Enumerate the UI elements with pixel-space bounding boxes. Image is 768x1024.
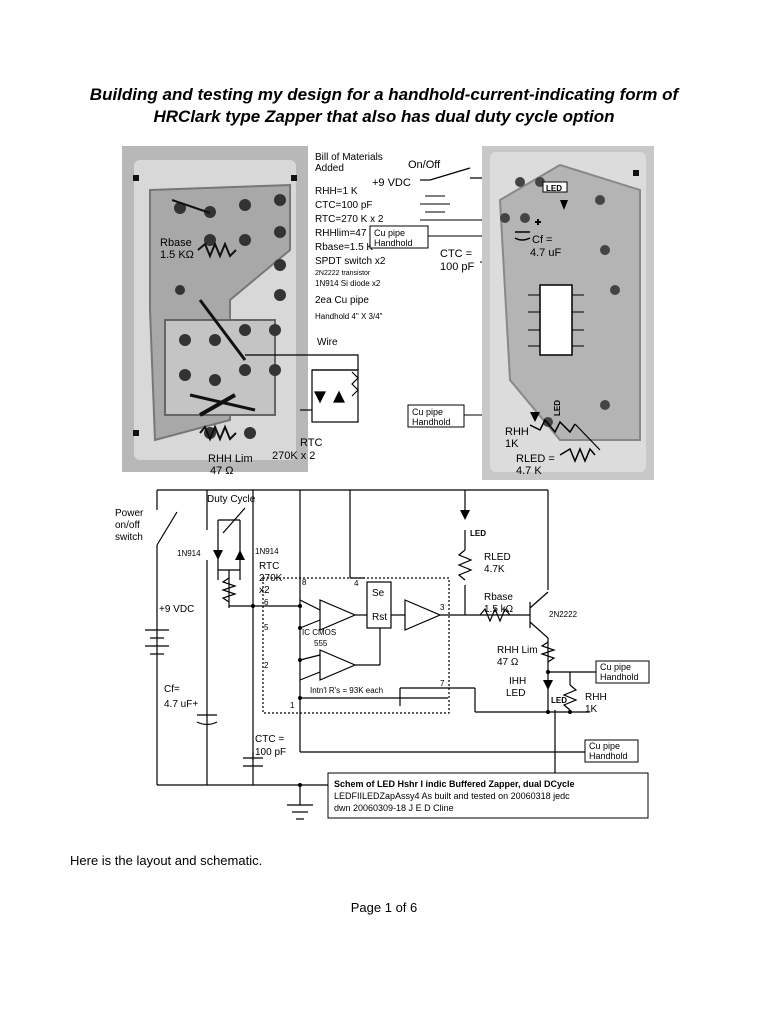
bill-of-materials: Bill of Materials Added RHH=1 K CTC=100 … [315,152,386,348]
cf-value: 4.7 uF+ [164,699,198,710]
layout-led-tag: LED [546,184,562,193]
ic-label-2: 555 [314,639,328,648]
cf-label: Cf= [164,684,180,695]
power-switch-l2: on/off [115,520,140,531]
layout-led-tag-2: LED [553,400,562,416]
layout-cu-pipe-b1: Handhold [374,238,413,248]
layout-rled-value: 4.7 K [516,465,542,477]
power-switch-l3: switch [115,532,143,543]
schematic-handhold-boxes: Cu pipe Handhold Cu pipe Handhold [584,660,650,763]
caption: Here is the layout and schematic. [70,853,263,868]
vdc-label: +9 VDC [372,177,411,189]
pin7: 7 [440,679,445,688]
led-small-label: LED [551,696,567,705]
rhh-lim-value: 47 Ω [497,657,519,668]
layout-power-switch: On/Off +9 VDC [372,159,530,221]
bom-handhold-size: Handhold 4" X 3/4" [315,312,383,321]
ihh-label: IHH [509,676,526,687]
pin3: 3 [440,603,445,612]
rled-value: 4.7K [484,564,505,575]
ctc-label: CTC = [255,734,284,745]
internal-resistors-label: Intn'l R's = 93K each [310,686,383,695]
bom-rhhlim: RHHlim=47 Ω [315,228,377,239]
rtc-value-1: 270K [259,573,283,584]
layout-cf-label: Cf = [532,234,552,246]
schematic-symbols [156,507,572,787]
layout-cf-value: 4.7 uF [530,247,561,259]
bom-title: Bill of Materials [315,152,383,163]
sch-cu2-a: Cu pipe [589,741,620,751]
bom-cu-pipe: 2ea Cu pipe [315,295,369,306]
led-top-label: LED [470,529,486,538]
schematic-labels: Power on/off switch Duty Cycle 1N914 1N9… [115,494,607,758]
pin5: 5 [264,623,269,632]
layout-rled-label: RLED = [516,453,555,465]
layout-rhh-label: RHH [505,426,529,438]
pin2: 2 [264,661,269,670]
pin8: 8 [302,578,307,587]
bom-rtc: RTC=270 K x 2 [315,214,384,225]
diode1-label: 1N914 [177,549,201,558]
ic-label: IC CMOS [302,628,336,637]
title-block-line1: Schem of LED Hshr I indic Buffered Zappe… [334,779,575,789]
se-label: Se [372,588,385,599]
schematic-wires [145,489,600,820]
bom-added: Added [315,163,344,174]
sch-cu2-b: Handhold [589,751,628,761]
title-block-line3: dwn 20060309-18 J E D Cline [334,803,454,813]
page-number: Page 1 of 6 [350,900,418,915]
title-line-1: Building and testing my design for a han… [89,85,679,104]
sch-cu1-a: Cu pipe [600,662,631,672]
power-switch-l1: Power [115,508,144,519]
rst-label: Rst [372,612,387,623]
left-pcb-photo [122,146,308,472]
title-line-2: HRClark type Zapper that also has dual d… [153,107,615,126]
bom-wire: Wire [317,337,338,348]
rtc-label: RTC [259,561,279,572]
layout-cu-pipe-b2: Handhold [412,417,451,427]
bom-transistor: 2N2222 transistor [315,270,371,277]
rled-label: RLED [484,552,511,563]
pcb-rbase-value: 1.5 KΩ [160,249,194,261]
bom-ctc: CTC=100 pF [315,200,373,211]
pcb-rtc-value: 270K x 2 [272,450,315,462]
onoff-label: On/Off [408,159,441,171]
layout-cu-pipe-a1: Cu pipe [374,228,405,238]
layout-cu-pipe-a2: Cu pipe [412,407,443,417]
rhh-value: 1K [585,704,598,715]
duty-cycle-label: Duty Cycle [207,494,256,505]
transistor-label: 2N2222 [549,610,578,619]
rhh-label: RHH [585,692,607,703]
rhh-lim-label: RHH Lim [497,645,538,656]
rbase-value: 1.5 kΩ [484,604,514,615]
layout-ctc-label: CTC = [440,248,472,260]
pcb-rbase-label: Rbase [160,237,192,249]
ctc-value: 100 pF [255,747,286,758]
layout-ctc-value: 100 pF [440,261,475,273]
title-block-line2: LEDFIILEDZapAssy4 As built and tested on… [334,791,570,801]
rbase-label: Rbase [484,592,513,603]
pcb-rhh-lim-value: 47 Ω [210,465,234,477]
diode2-label: 1N914 [255,547,279,556]
rtc-value-2: x2 [259,585,270,596]
middle-diode-network [245,354,359,423]
ihh-led-label: LED [506,688,525,699]
bom-rbase: Rbase=1.5 K [315,242,373,253]
supply-vdc-label: +9 VDC [159,604,194,615]
layout-handhold-boxes: Cu pipe Handhold Cu pipe Handhold [369,225,530,428]
pcb-rhh-lim-label: RHH Lim [208,453,253,465]
layout-rhh-value: 1K [505,438,519,450]
pin6: 6 [264,598,269,607]
right-pcb-photo: LED Cf = 4.7 uF LED [482,146,654,480]
bom-rhh: RHH=1 K [315,186,358,197]
left-pcb-labels: Rbase 1.5 KΩ RHH Lim 47 Ω RTC 270K x 2 [160,237,322,477]
sch-cu1-b: Handhold [600,672,639,682]
schematic-title-block: Schem of LED Hshr I indic Buffered Zappe… [327,772,649,819]
pin4: 4 [354,579,359,588]
bom-spdt: SPDT switch x2 [315,256,386,267]
bom-diode: 1N914 Si diode x2 [315,279,381,288]
pin1: 1 [290,701,295,710]
pcb-rtc-label: RTC [300,437,322,449]
